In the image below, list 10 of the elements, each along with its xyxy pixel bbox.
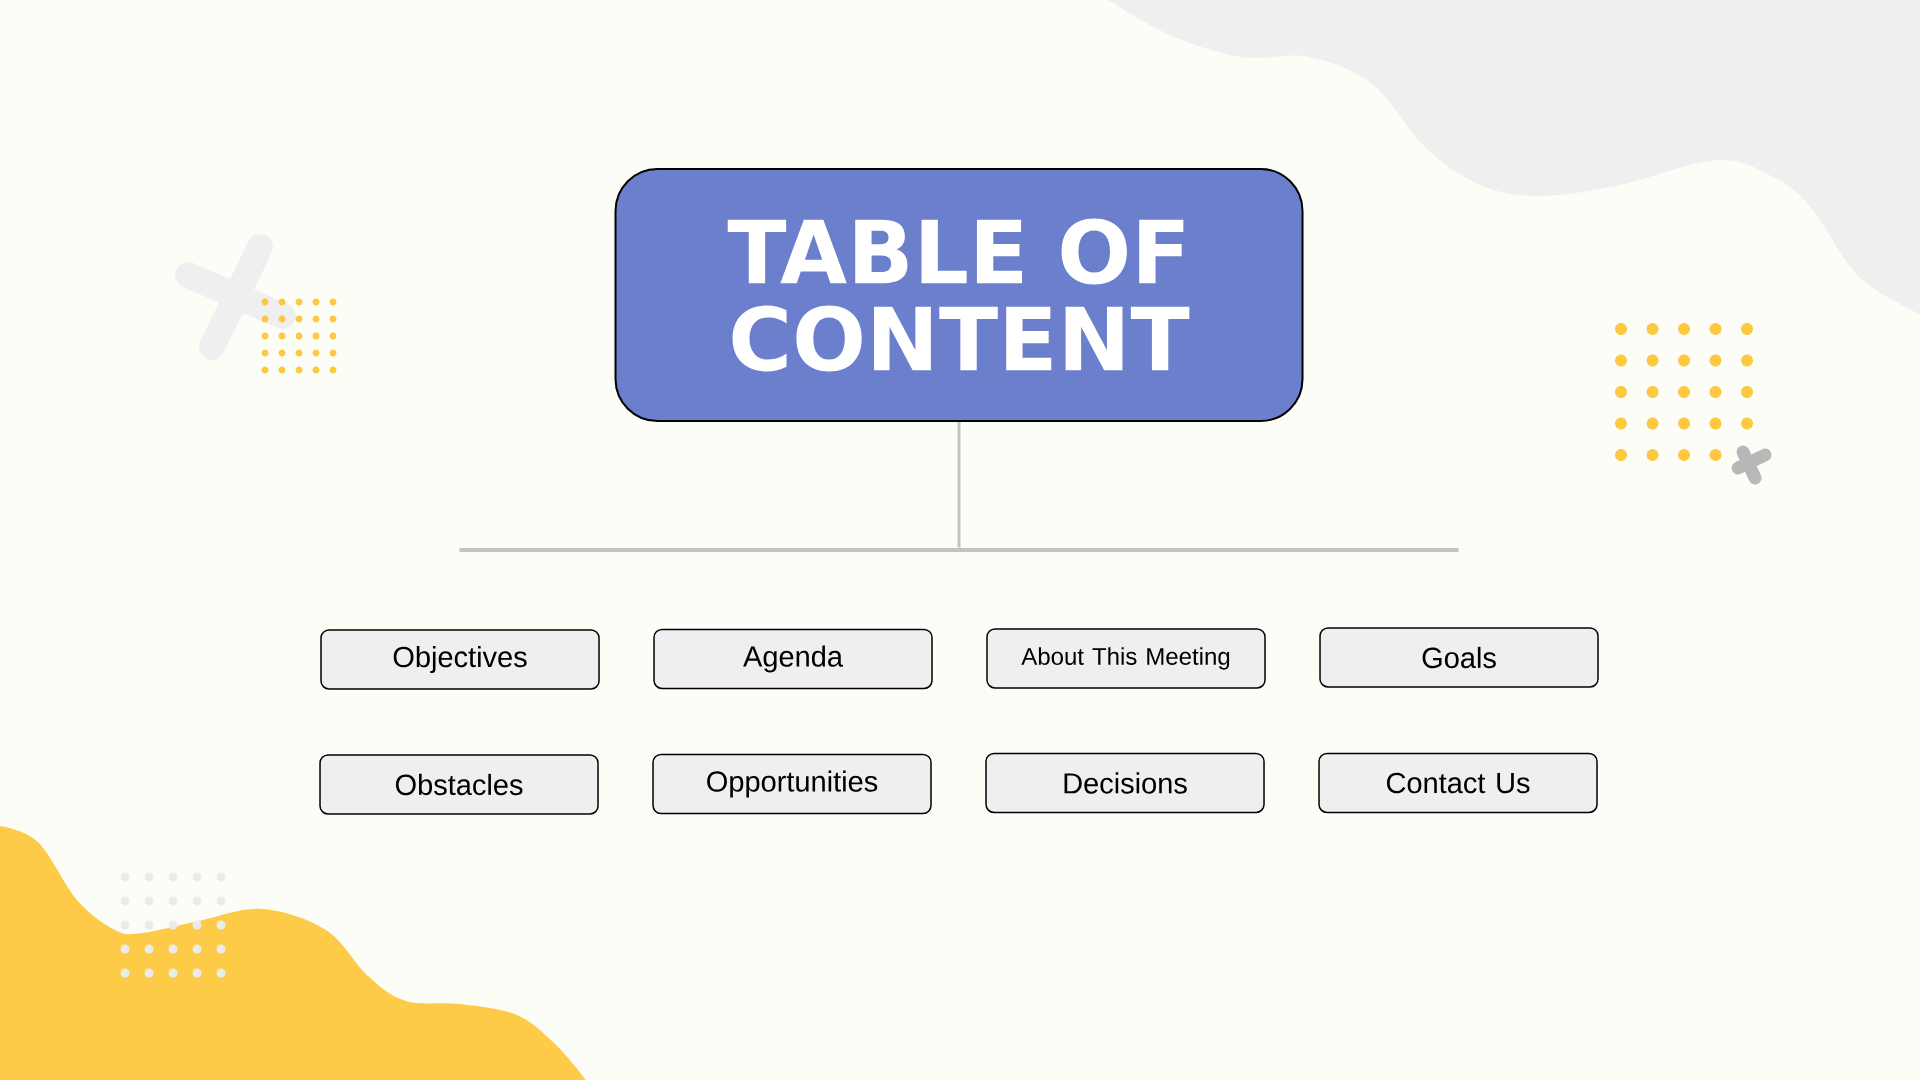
topic-box: Goals: [1319, 627, 1599, 688]
topic-box: Contact Us: [1318, 752, 1598, 814]
topic-box: Decisions: [985, 752, 1265, 814]
topic-box: Opportunities: [652, 753, 932, 815]
topic-box: About This Meeting: [986, 628, 1266, 689]
title-box: TABLE OF CONTENT: [614, 168, 1304, 422]
topic-box: Objectives: [320, 629, 600, 690]
topic-box: Obstacles: [319, 754, 599, 815]
connector-line: [957, 422, 961, 548]
topic-box: Agenda: [653, 628, 933, 690]
